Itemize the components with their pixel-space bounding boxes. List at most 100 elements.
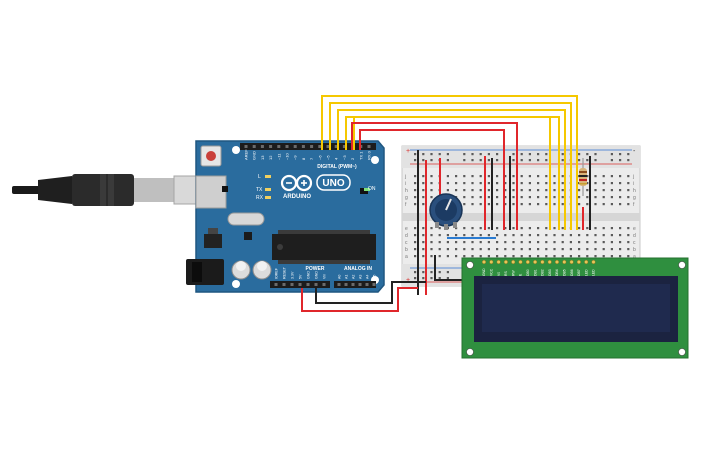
breadboard-hole[interactable]: [479, 203, 482, 206]
rail-hole[interactable]: [471, 153, 474, 156]
breadboard-hole[interactable]: [455, 182, 458, 185]
breadboard-hole[interactable]: [504, 255, 507, 258]
rail-hole[interactable]: [414, 277, 417, 280]
breadboard-hole[interactable]: [545, 255, 548, 258]
digital-pin-hole[interactable]: [277, 145, 281, 148]
rail-hole[interactable]: [512, 153, 515, 156]
breadboard-hole[interactable]: [602, 196, 605, 199]
breadboard-hole[interactable]: [463, 196, 466, 199]
breadboard-hole[interactable]: [422, 182, 425, 185]
breadboard-hole[interactable]: [537, 248, 540, 251]
digital-pin-hole[interactable]: [326, 145, 330, 148]
breadboard-hole[interactable]: [496, 234, 499, 237]
analog-pin-hole[interactable]: [372, 283, 376, 286]
digital-pin-hole[interactable]: [260, 145, 264, 148]
breadboard-hole[interactable]: [446, 248, 449, 251]
rail-hole[interactable]: [438, 277, 441, 280]
breadboard-hole[interactable]: [586, 227, 589, 230]
breadboard-hole[interactable]: [602, 227, 605, 230]
breadboard-hole[interactable]: [414, 175, 417, 178]
breadboard-hole[interactable]: [602, 248, 605, 251]
rail-hole[interactable]: [446, 153, 449, 156]
breadboard-hole[interactable]: [561, 175, 564, 178]
breadboard-hole[interactable]: [487, 248, 490, 251]
breadboard-hole[interactable]: [496, 196, 499, 199]
breadboard-hole[interactable]: [602, 241, 605, 244]
rail-hole[interactable]: [594, 153, 597, 156]
breadboard-hole[interactable]: [578, 248, 581, 251]
lcd-pin[interactable]: [525, 260, 530, 265]
breadboard-hole[interactable]: [438, 241, 441, 244]
breadboard-hole[interactable]: [455, 175, 458, 178]
rail-hole[interactable]: [414, 153, 417, 156]
breadboard-hole[interactable]: [512, 255, 515, 258]
rail-hole[interactable]: [610, 159, 613, 162]
rail-hole[interactable]: [487, 159, 490, 162]
rail-hole[interactable]: [430, 153, 433, 156]
breadboard-hole[interactable]: [586, 196, 589, 199]
lcd-pin[interactable]: [503, 260, 508, 265]
breadboard-hole[interactable]: [610, 196, 613, 199]
digital-pin-hole[interactable]: [269, 145, 273, 148]
breadboard-hole[interactable]: [619, 175, 622, 178]
breadboard-hole[interactable]: [496, 203, 499, 206]
analog-pin-hole[interactable]: [337, 283, 341, 286]
breadboard-hole[interactable]: [610, 182, 613, 185]
breadboard-hole[interactable]: [537, 189, 540, 192]
resistor[interactable]: [579, 158, 587, 196]
breadboard-hole[interactable]: [504, 248, 507, 251]
breadboard-hole[interactable]: [512, 248, 515, 251]
breadboard-hole[interactable]: [430, 234, 433, 237]
wire-yellow-1[interactable]: [321, 95, 578, 230]
breadboard-hole[interactable]: [430, 241, 433, 244]
breadboard-hole[interactable]: [578, 227, 581, 230]
breadboard-hole[interactable]: [471, 182, 474, 185]
breadboard-hole[interactable]: [512, 175, 515, 178]
analog-pin-hole[interactable]: [351, 283, 355, 286]
breadboard-hole[interactable]: [569, 255, 572, 258]
breadboard-hole[interactable]: [569, 248, 572, 251]
breadboard-hole[interactable]: [553, 182, 556, 185]
breadboard-hole[interactable]: [496, 227, 499, 230]
rail-hole[interactable]: [561, 159, 564, 162]
rail-hole[interactable]: [610, 153, 613, 156]
breadboard-hole[interactable]: [504, 234, 507, 237]
wire-black-gnd[interactable]: [315, 281, 426, 304]
breadboard-hole[interactable]: [414, 234, 417, 237]
breadboard-hole[interactable]: [586, 234, 589, 237]
breadboard-hole[interactable]: [430, 248, 433, 251]
lcd-pin[interactable]: [547, 260, 552, 265]
breadboard-hole[interactable]: [586, 189, 589, 192]
breadboard-hole[interactable]: [586, 182, 589, 185]
breadboard-hole[interactable]: [496, 241, 499, 244]
breadboard-hole[interactable]: [471, 203, 474, 206]
rail-hole[interactable]: [619, 159, 622, 162]
breadboard-hole[interactable]: [520, 203, 523, 206]
breadboard-hole[interactable]: [528, 227, 531, 230]
breadboard-hole[interactable]: [479, 175, 482, 178]
breadboard-hole[interactable]: [455, 248, 458, 251]
power-pin-hole[interactable]: [282, 283, 286, 286]
breadboard-hole[interactable]: [545, 241, 548, 244]
breadboard-hole[interactable]: [471, 241, 474, 244]
breadboard-hole[interactable]: [520, 227, 523, 230]
lcd-pin[interactable]: [511, 260, 516, 265]
breadboard-hole[interactable]: [487, 241, 490, 244]
breadboard-hole[interactable]: [610, 234, 613, 237]
digital-pin-hole[interactable]: [310, 145, 314, 148]
breadboard-hole[interactable]: [512, 182, 515, 185]
breadboard-hole[interactable]: [430, 182, 433, 185]
wire-red-5v[interactable]: [301, 287, 418, 312]
breadboard-hole[interactable]: [619, 241, 622, 244]
rail-hole[interactable]: [479, 153, 482, 156]
breadboard-hole[interactable]: [627, 182, 630, 185]
rail-hole[interactable]: [487, 153, 490, 156]
breadboard-hole[interactable]: [479, 227, 482, 230]
breadboard-hole[interactable]: [487, 182, 490, 185]
breadboard-hole[interactable]: [627, 196, 630, 199]
digital-pin-hole[interactable]: [252, 145, 256, 148]
breadboard-hole[interactable]: [619, 182, 622, 185]
breadboard-hole[interactable]: [479, 255, 482, 258]
breadboard-hole[interactable]: [578, 241, 581, 244]
